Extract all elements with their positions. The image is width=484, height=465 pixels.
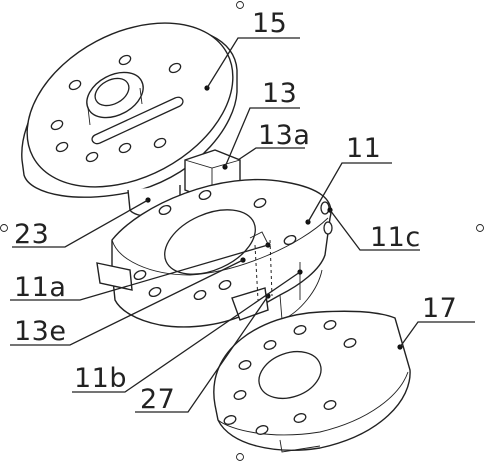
leader-lines xyxy=(10,37,475,413)
label-11a: 11a xyxy=(14,272,66,303)
label-17: 17 xyxy=(422,293,457,324)
label-11c: 11c xyxy=(370,222,421,253)
part-15-flange-disc xyxy=(21,22,238,198)
label-15: 15 xyxy=(252,8,287,39)
part-17-bottom-disc xyxy=(213,310,411,453)
label-27: 27 xyxy=(140,384,175,415)
label-13e: 13e xyxy=(14,316,66,347)
label-13a: 13a xyxy=(258,120,310,151)
label-11: 11 xyxy=(346,133,381,164)
part-11-housing xyxy=(96,178,333,328)
reference-labels: 15 13 13a 11 23 11c 11a 13e 17 11b 27 xyxy=(14,8,457,415)
label-11b: 11b xyxy=(74,363,127,394)
label-23: 23 xyxy=(14,219,49,250)
label-13: 13 xyxy=(262,78,297,109)
